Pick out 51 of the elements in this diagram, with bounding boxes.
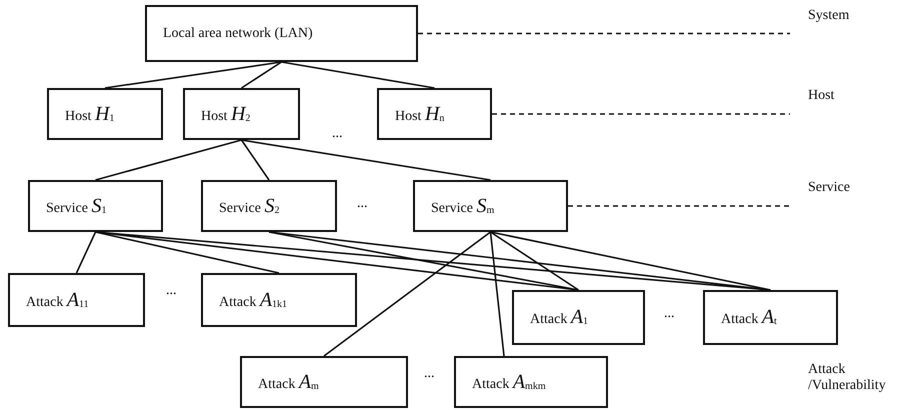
component-box bbox=[240, 356, 408, 408]
component-box bbox=[512, 290, 645, 345]
node-label: Attack A$_{1}$ bbox=[529, 306, 588, 329]
node-label: Service S$_{m}$ bbox=[430, 194, 494, 218]
component-box bbox=[454, 356, 608, 408]
connector-line bbox=[490, 231, 771, 291]
ellipsis: ... bbox=[332, 126, 342, 142]
component-box bbox=[145, 5, 418, 62]
component-box bbox=[413, 180, 568, 232]
level-label: Host bbox=[807, 88, 834, 104]
ellipsis: ... bbox=[166, 283, 176, 299]
node-label: Attack A$_{1k1}$ bbox=[218, 288, 288, 312]
connector-line bbox=[281, 61, 435, 89]
node-label: Attack A$_{11}$ bbox=[25, 288, 89, 312]
ellipsis: ... bbox=[424, 366, 434, 382]
connector-line bbox=[95, 139, 242, 181]
node-label: Local area network (LAN) bbox=[162, 26, 313, 42]
level-label: Service bbox=[807, 180, 850, 196]
node-label: Host H$_{1}$ bbox=[64, 102, 114, 126]
level-label: System bbox=[807, 8, 850, 24]
dashed-line bbox=[568, 205, 790, 207]
node-label: Attack A$_{t}$ bbox=[720, 306, 777, 329]
node-label: Service S$_{1}$ bbox=[45, 194, 106, 218]
node-label: Attack A$_{mkm}$ bbox=[471, 370, 546, 394]
dashed-line bbox=[418, 32, 790, 34]
component-box bbox=[377, 88, 492, 140]
connector-line bbox=[490, 231, 579, 291]
ellipsis: ... bbox=[664, 306, 674, 322]
connector-line bbox=[240, 140, 270, 180]
connector-line bbox=[76, 232, 96, 274]
component-box bbox=[201, 180, 337, 232]
component-box bbox=[703, 290, 838, 345]
component-box bbox=[28, 180, 163, 232]
component-box bbox=[8, 273, 145, 327]
node-label: Host H$_{2}$ bbox=[200, 102, 250, 126]
connector-line bbox=[104, 61, 282, 89]
connector-line bbox=[268, 231, 579, 291]
dashed-line bbox=[492, 113, 790, 115]
component-box bbox=[201, 273, 357, 327]
connector-line bbox=[490, 232, 505, 356]
component-box bbox=[183, 88, 300, 140]
connector-line bbox=[241, 61, 282, 89]
node-label: Attack A$_{m}$ bbox=[257, 370, 319, 394]
connector-line bbox=[95, 231, 280, 274]
component-box bbox=[47, 88, 163, 140]
node-label: Service S$_{2}$ bbox=[218, 194, 280, 218]
node-label: Host H$_{n}$ bbox=[394, 102, 444, 126]
connector-line bbox=[241, 139, 491, 181]
level-label: Attack /Vulnerability bbox=[808, 362, 887, 394]
ellipsis: ... bbox=[357, 196, 368, 212]
connector-line bbox=[324, 231, 491, 357]
